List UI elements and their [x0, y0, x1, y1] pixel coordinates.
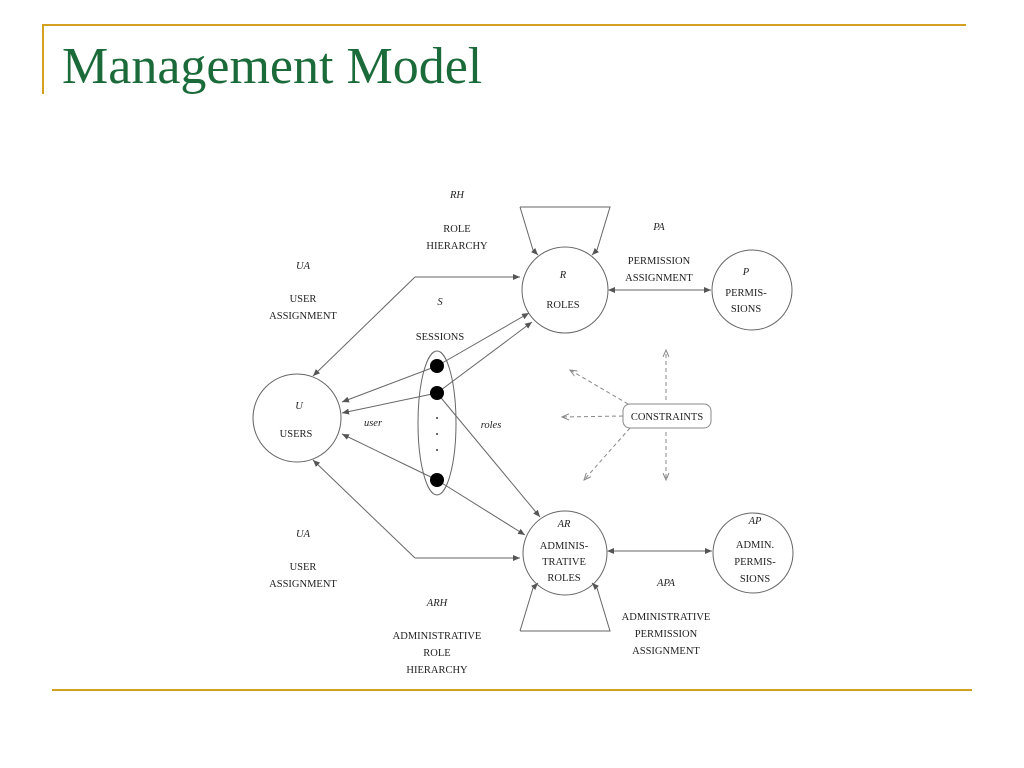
sessions-label: SESSIONS: [416, 332, 465, 343]
users-symbol: U: [295, 401, 304, 412]
ua-bottom-label-1: USER: [290, 562, 317, 573]
sessions-symbol: S: [437, 297, 443, 308]
permissions-label-2: SIONS: [731, 304, 762, 315]
rh-symbol: RH: [449, 190, 465, 201]
session-user-edge-3: [341, 433, 438, 481]
session-user-edge-2: [341, 392, 438, 415]
admin-role-hierarchy-shape: [519, 587, 611, 632]
admin-permissions-label-2: PERMIS-: [734, 557, 776, 568]
session-dot-1: [430, 359, 444, 373]
roles-node: [521, 246, 609, 334]
footer-rule: [52, 689, 972, 691]
session-roles-edge-2: [436, 321, 533, 394]
admin-roles-label-2: TRATIVE: [542, 557, 586, 568]
arh-label-3: HIERARCHY: [406, 665, 468, 676]
ua-top-label-2: ASSIGNMENT: [269, 311, 337, 322]
admin-permissions-node: [712, 512, 794, 594]
admin-roles-label-1: ADMINIS-: [540, 541, 589, 552]
permissions-label-1: PERMIS-: [725, 288, 767, 299]
admin-permissions-symbol: AP: [748, 516, 762, 527]
admin-permissions-label-3: SIONS: [740, 574, 771, 585]
arh-label-1: ADMINISTRATIVE: [393, 631, 482, 642]
apa-label-1: ADMINISTRATIVE: [622, 612, 711, 623]
constraints-label: CONSTRAINTS: [631, 412, 704, 423]
slide-title: Management Model: [62, 38, 483, 95]
users-label: USERS: [280, 429, 313, 440]
title-rule-left: [42, 24, 44, 94]
session-adminroles-edge-2: [436, 479, 526, 536]
roles-symbol: R: [559, 270, 567, 281]
rh-label-2: HIERARCHY: [426, 241, 488, 252]
session-dot-3: [430, 473, 444, 487]
sessions-ellipse: [417, 350, 457, 496]
session-dot-2: [430, 386, 444, 400]
pa-label-1: PERMISSION: [628, 256, 691, 267]
apa-label-2: PERMISSION: [635, 629, 698, 640]
admin-permissions-label-1: ADMIN.: [736, 540, 774, 551]
edge-roles-label: roles: [481, 420, 502, 431]
arh-symbol: ARH: [426, 598, 449, 609]
admin-roles-symbol: AR: [557, 519, 571, 530]
apa-label-3: ASSIGNMENT: [632, 646, 700, 657]
permissions-node: [711, 249, 793, 331]
role-hierarchy-shape: [519, 206, 611, 251]
users-node: [252, 373, 342, 463]
session-user-edge-1: [341, 365, 438, 403]
session-roles-edge-1: [436, 312, 530, 367]
ua-bottom-symbol: UA: [296, 529, 311, 540]
arh-label-2: ROLE: [423, 648, 450, 659]
title-rule-top: [42, 24, 966, 26]
admin-roles-label-3: ROLES: [547, 573, 580, 584]
ua-top-label-1: USER: [290, 294, 317, 305]
permissions-symbol: P: [742, 267, 750, 278]
ua-top-symbol: UA: [296, 261, 311, 272]
pa-symbol: PA: [652, 222, 665, 233]
roles-label: ROLES: [546, 300, 579, 311]
edge-user-label: user: [364, 418, 383, 429]
apa-symbol: APA: [656, 578, 675, 589]
pa-label-2: ASSIGNMENT: [625, 273, 693, 284]
ua-bottom-label-2: ASSIGNMENT: [269, 579, 337, 590]
rh-label-1: ROLE: [443, 224, 470, 235]
session-adminroles-edge-1: [436, 392, 541, 518]
